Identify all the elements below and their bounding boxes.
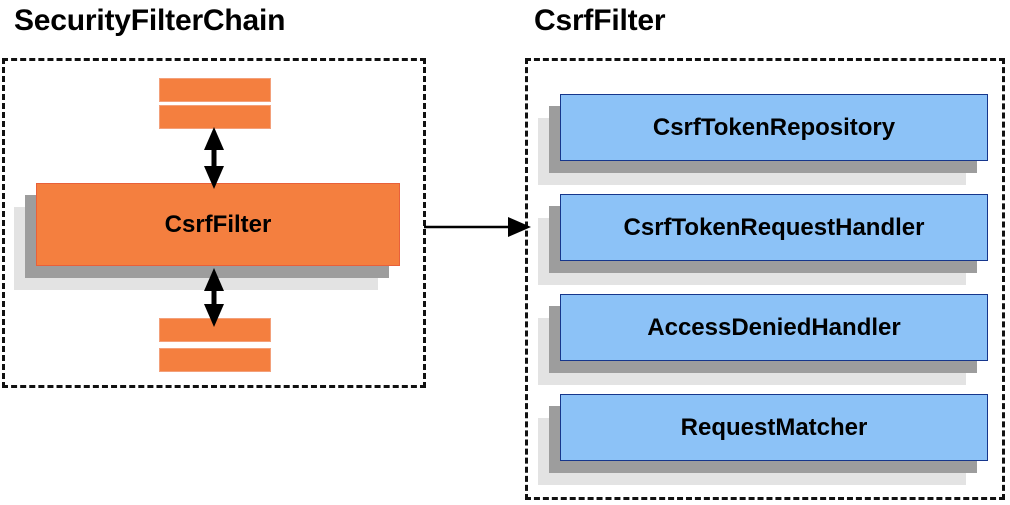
filter-stub-bar-3 [159, 318, 271, 342]
panel-title-csrf-filter: CsrfFilter [534, 4, 666, 37]
component-box-label: RequestMatcher [560, 394, 988, 461]
component-box-csrf-token-request-handler[interactable]: CsrfTokenRequestHandler [538, 194, 988, 285]
component-box-label: CsrfTokenRepository [560, 94, 988, 161]
filter-stub-bar-4 [159, 348, 271, 372]
filter-stub-bar-2 [159, 105, 271, 129]
component-box-request-matcher[interactable]: RequestMatcher [538, 394, 988, 485]
panel-security-filter-chain [2, 58, 426, 388]
component-box-label: AccessDeniedHandler [560, 294, 988, 361]
filter-stub-bar-1 [159, 78, 271, 102]
component-box-csrf-token-repository[interactable]: CsrfTokenRepository [538, 94, 988, 185]
csrf-filter-box-label: CsrfFilter [36, 183, 400, 266]
panel-title-security-filter-chain: SecurityFilterChain [14, 4, 286, 37]
csrf-filter-box[interactable]: CsrfFilter [14, 183, 400, 290]
panel-csrf-filter [525, 58, 1005, 500]
component-box-access-denied-handler[interactable]: AccessDeniedHandler [538, 294, 988, 385]
link-arrow-securityfilterchain-to-csrffilter [424, 217, 531, 237]
component-box-label: CsrfTokenRequestHandler [560, 194, 988, 261]
